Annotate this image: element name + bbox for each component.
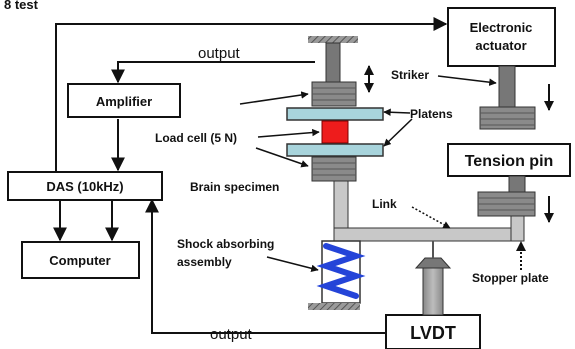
platens-leader-top: [383, 108, 411, 117]
output-top-label: output: [198, 45, 241, 62]
lvdt-probe: [414, 241, 452, 316]
shock-absorber-label-line1: Shock absorbing: [177, 237, 274, 251]
shock-absorber-leader: [266, 256, 319, 272]
actuator-box: Electronic actuator: [447, 7, 556, 67]
load-cell-label: Load cell (5 N): [155, 131, 237, 145]
lower-mount-leader: [255, 147, 309, 168]
bottom-platen: [286, 143, 384, 157]
platens-leader-bottom: [383, 118, 413, 147]
tension-pin-mass: [477, 175, 554, 223]
load-cell: [321, 120, 349, 144]
actuator-label-line1: Electronic: [470, 20, 533, 35]
lvdt-label: LVDT: [410, 323, 456, 343]
lower-mount: [311, 156, 357, 182]
tension-pin-label: Tension pin: [465, 153, 554, 170]
striker-leader: [437, 75, 497, 86]
platens-label: Platens: [410, 107, 453, 121]
top-platen: [286, 107, 384, 121]
striker: [479, 65, 554, 130]
title-fragment: 8 test: [4, 0, 39, 12]
das-box: DAS (10kHz): [7, 171, 163, 201]
striker-label: Striker: [391, 68, 429, 82]
lvdt-box: LVDT: [385, 314, 481, 349]
output-bottom-label: output: [210, 326, 253, 343]
das-label: DAS (10kHz): [46, 179, 123, 194]
tension-pin-box: Tension pin: [447, 143, 571, 177]
link-leader: [411, 206, 451, 229]
computer-label: Computer: [49, 253, 110, 268]
amplifier-label: Amplifier: [96, 94, 152, 109]
link-bar: [333, 180, 525, 242]
upper-mount-leader: [239, 91, 309, 105]
amplifier-box: Amplifier: [67, 83, 181, 118]
link-label: Link: [372, 197, 397, 211]
upper-mount: [308, 36, 358, 107]
brain-specimen-label: Brain specimen: [190, 180, 279, 194]
shock-absorber: [308, 240, 366, 310]
signal-wiring: [53, 17, 448, 334]
computer-box: Computer: [21, 241, 140, 279]
shock-absorber-label-line2: assembly: [177, 255, 232, 269]
stopper-plate-label: Stopper plate: [472, 271, 549, 285]
actuator-label-line2: actuator: [475, 38, 526, 53]
load-cell-leader: [257, 128, 320, 138]
